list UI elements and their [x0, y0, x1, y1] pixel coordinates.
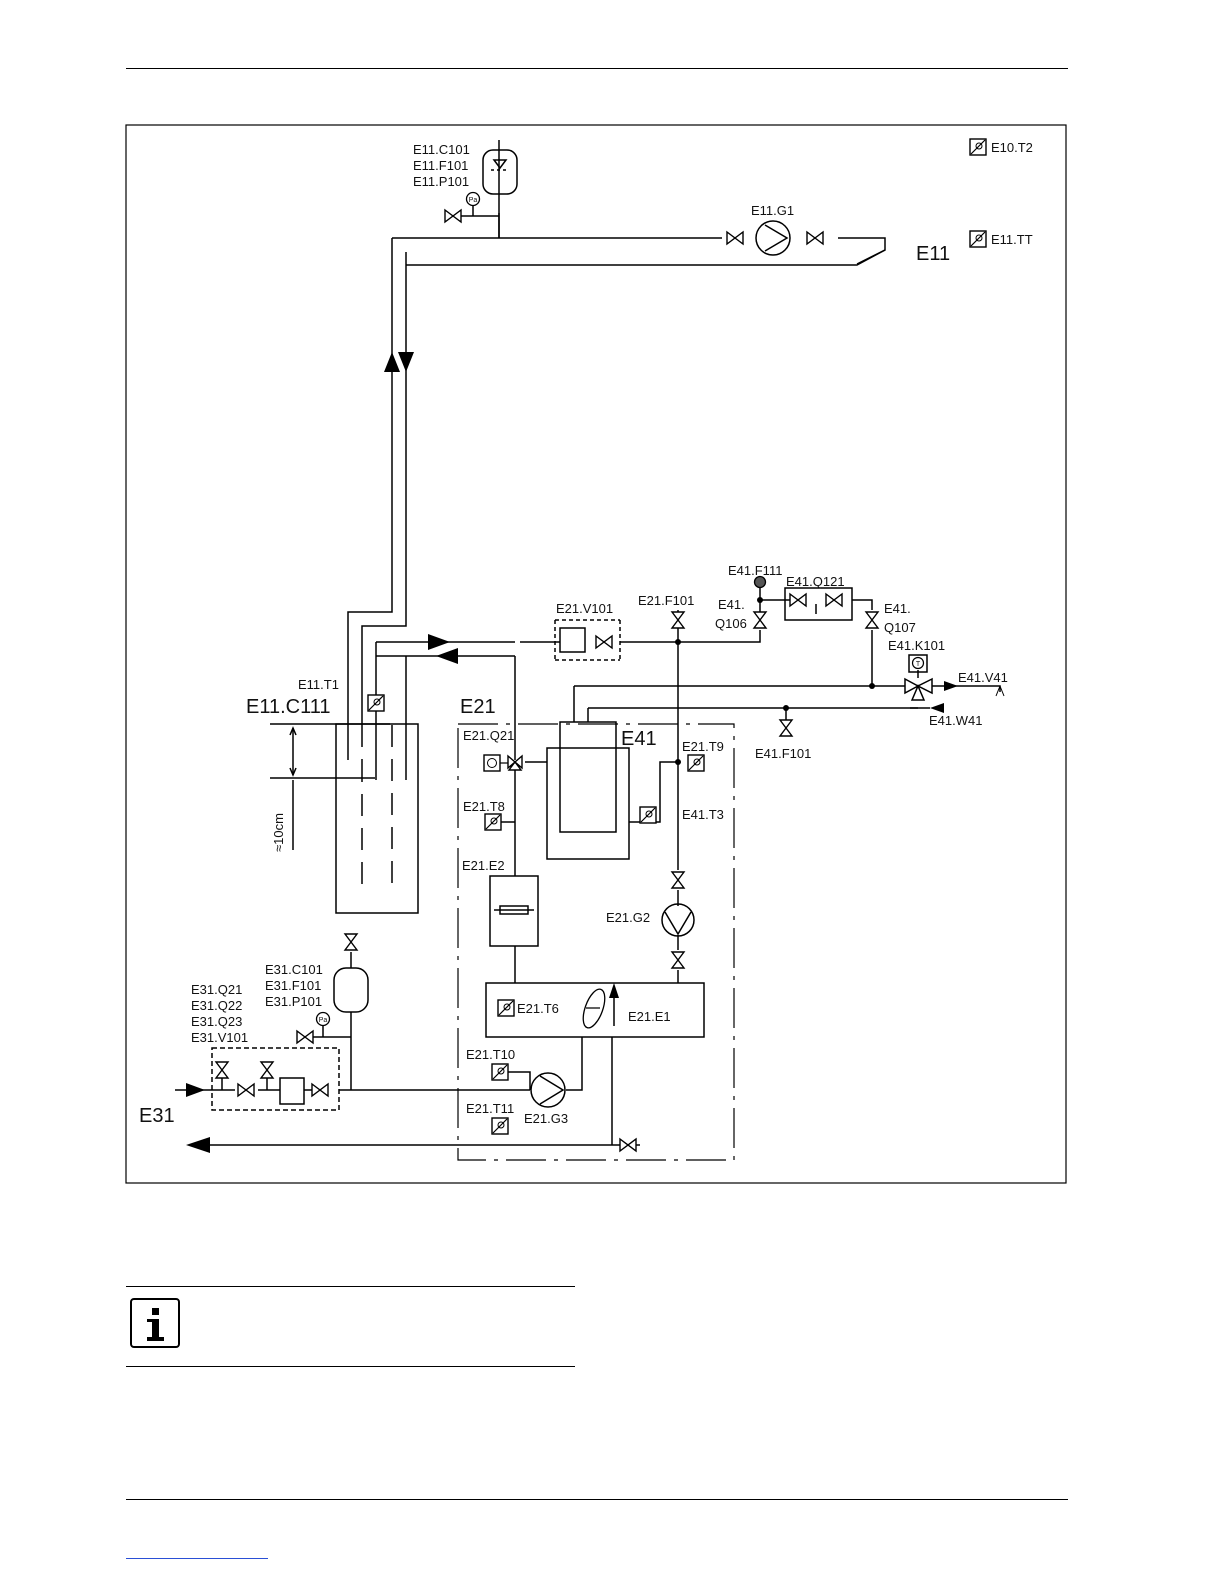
- label-e31-v101: E31.V101: [191, 1030, 248, 1045]
- label-e31-q22: E31.Q22: [191, 998, 242, 1013]
- label-e41: E41: [621, 728, 657, 750]
- label-e41-k101: E41.K101: [888, 638, 945, 653]
- label-e21: E21: [460, 696, 496, 718]
- label-e21-f101: E21.F101: [638, 593, 694, 608]
- label-e31-q21: E31.Q21: [191, 982, 242, 997]
- footer-link-underline[interactable]: [126, 1558, 268, 1559]
- footer-rule: [126, 1499, 1068, 1500]
- label-e11-t1: E11.T1: [298, 677, 339, 692]
- label-e21-e2: E21.E2: [462, 858, 505, 873]
- note-top-rule: [126, 1286, 575, 1287]
- label-e11: E11: [916, 243, 950, 265]
- label-e11-tt: E11.TT: [991, 232, 1033, 247]
- label-e21-q21: E21.Q21: [463, 728, 514, 743]
- label-e41-q107-line1: E41.: [884, 601, 911, 616]
- note-bottom-rule: [126, 1366, 575, 1367]
- label-e21-t9: E21.T9: [682, 739, 724, 754]
- label-e11-f101: E11.F101: [413, 158, 468, 173]
- pa-gauge-label: Pa: [319, 1017, 328, 1024]
- label-e41-v41: E41.V41: [958, 670, 1008, 685]
- label-e41-t3: E41.T3: [682, 807, 724, 822]
- label-e11-c101: E11.C101: [413, 142, 470, 157]
- pa-gauge-label: Pa: [469, 197, 478, 204]
- label-e31-q23: E31.Q23: [191, 1014, 242, 1029]
- label-e31-c101: E31.C101: [265, 962, 323, 977]
- label-e41-q106-line2: Q106: [715, 616, 747, 631]
- label-e31-p101: E31.P101: [265, 994, 322, 1009]
- label-e41-w41: E41.W41: [929, 713, 982, 728]
- label-e21-g3: E21.G3: [524, 1111, 568, 1126]
- label-e10-t2: E10.T2: [991, 140, 1033, 155]
- label-e41-f111: E41.F111: [728, 563, 782, 578]
- label-e21-t8: E21.T8: [463, 799, 505, 814]
- label-e21-g2: E21.G2: [606, 910, 650, 925]
- label-approx-10cm: ≈10cm: [271, 813, 286, 852]
- label-e41-q107-line2: Q107: [884, 620, 916, 635]
- label-e41-q106-line1: E41.: [718, 597, 745, 612]
- label-e11-p101: E11.P101: [413, 174, 469, 189]
- label-e41-q121: E41.Q121: [786, 574, 845, 589]
- label-e41-f101: E41.F101: [755, 746, 811, 761]
- label-e11-c111: E11.C111: [246, 696, 331, 718]
- info-icon: [130, 1298, 180, 1348]
- header-rule: [126, 68, 1068, 69]
- diagram-frame: [125, 124, 1067, 1184]
- thermostat-t-label: T: [916, 661, 921, 668]
- label-e11-g1: E11.G1: [751, 203, 794, 218]
- label-e21-v101: E21.V101: [556, 601, 613, 616]
- label-e21-t10: E21.T10: [466, 1047, 515, 1062]
- label-e21-t11: E21.T11: [466, 1101, 514, 1116]
- label-e31: E31: [139, 1105, 175, 1127]
- label-e21-e1: E21.E1: [628, 1009, 671, 1024]
- label-e31-f101: E31.F101: [265, 978, 321, 993]
- label-e21-t6: E21.T6: [517, 1001, 559, 1016]
